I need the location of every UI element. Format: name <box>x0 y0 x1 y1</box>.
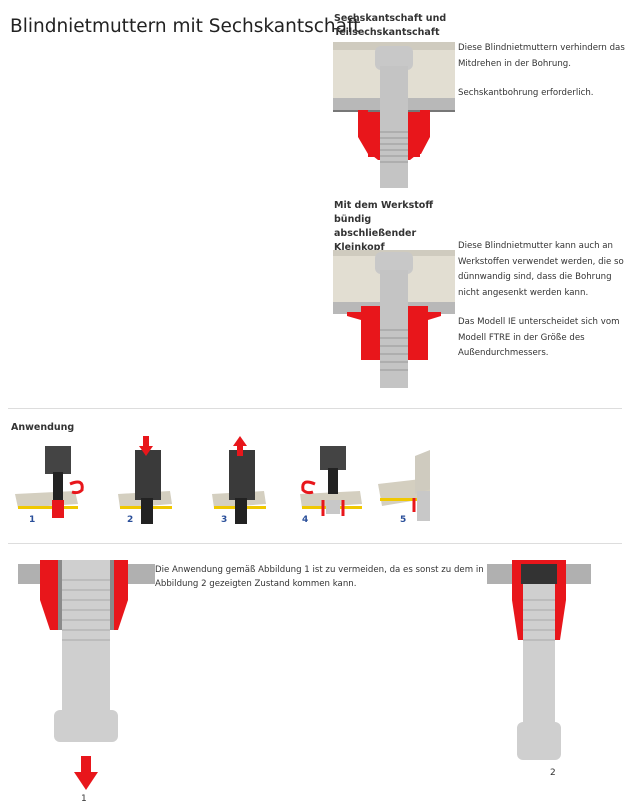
hexshaft-nut-image <box>333 42 455 188</box>
paragraph: Sechskantbohrung erforderlich. <box>458 88 594 98</box>
application-steps-image <box>15 436 430 524</box>
step-3-illustration <box>212 436 266 524</box>
paragraph: Diese Blindnietmuttern verhindern das Mi… <box>458 43 625 69</box>
step-2-illustration <box>118 436 172 524</box>
section-text: Diese Blindnietmuttern verhindern das Mi… <box>458 41 628 102</box>
figure-1-label: 1 <box>81 794 87 804</box>
paragraph: Das Modell IE unterscheidet sich vom Mod… <box>458 317 620 358</box>
divider <box>8 408 622 409</box>
section-heading: Mit dem Werkstoff bündig abschließender … <box>334 200 434 253</box>
smallhead-nut-image <box>333 250 455 388</box>
step-5-illustration <box>378 450 430 521</box>
figure-1-image <box>18 560 155 790</box>
note-text: Die Anwendung gemäß Abbildung 1 ist zu v… <box>155 565 484 589</box>
anwendung-heading: Anwendung <box>11 422 75 433</box>
page-title: Blindnietmuttern mit Sechskantschaft <box>10 16 361 37</box>
paragraph: Diese Blindnietmutter kann auch an Werks… <box>458 241 624 298</box>
step-label: 5 <box>400 515 407 525</box>
step-label: 2 <box>127 515 134 525</box>
step-label: 4 <box>302 515 309 525</box>
figure-2-image <box>487 560 591 760</box>
figure-2-label: 2 <box>550 768 556 778</box>
divider <box>8 543 622 544</box>
step-label: 1 <box>29 515 36 525</box>
step-1-illustration <box>15 446 84 518</box>
step-4-illustration <box>300 446 362 516</box>
section-heading: Sechskantschaft und Teilsechskantschaft <box>334 13 447 38</box>
section-text: Diese Blindnietmutter kann auch an Werks… <box>458 239 628 362</box>
step-label: 3 <box>221 515 228 525</box>
